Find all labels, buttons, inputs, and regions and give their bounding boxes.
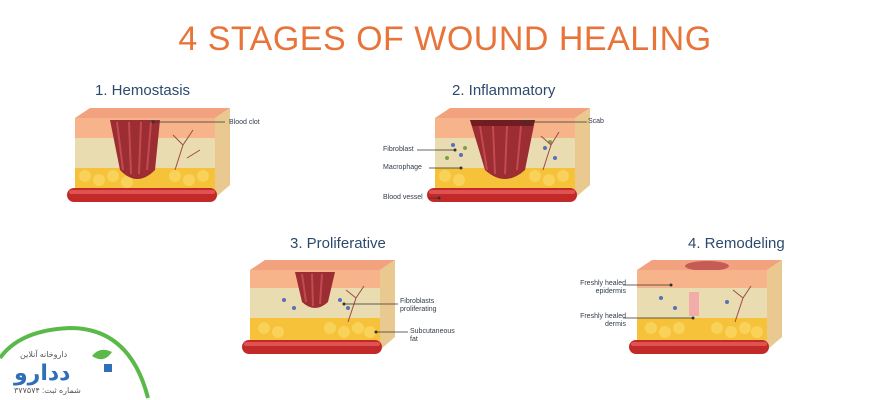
logo-brand-name: ددارو: [14, 360, 71, 385]
pharmacy-logo: داروخانه آنلاین ددارو شماره ثبت: ۳۷۷۵۷۴: [0, 320, 150, 400]
logo-registration: شماره ثبت: ۳۷۷۵۷۴: [14, 386, 81, 395]
label-subcutaneous-fat: Subcutaneous fat: [410, 328, 455, 343]
stage-title-hemostasis: 1. Hemostasis: [95, 82, 191, 99]
label-blood-vessel: Blood vessel: [383, 194, 423, 201]
page-title: 4 STAGES OF WOUND HEALING: [178, 20, 712, 58]
label-blood-clot: Blood clot: [229, 119, 260, 126]
label-scab: Scab: [588, 118, 604, 125]
skin-block-proliferative: [242, 260, 408, 354]
stage-title-proliferative: 3. Proliferative: [290, 235, 386, 252]
stage-title-remodeling: 4. Remodeling: [688, 235, 785, 252]
logo-arc-icon: [0, 325, 150, 399]
label-fibroblast: Fibroblast: [383, 146, 414, 153]
label-freshly-healed-dermis: Freshly healed dermis: [580, 313, 626, 328]
label-freshly-healed-epidermis: Freshly healed epidermis: [580, 280, 626, 295]
label-macrophage: Macrophage: [383, 164, 422, 171]
label-fibroblasts-proliferating: Fibroblasts proliferating: [400, 298, 437, 313]
logo-tagline: داروخانه آنلاین: [20, 350, 68, 359]
skin-block-remodeling: [623, 260, 782, 354]
stage-title-inflammatory: 2. Inflammatory: [452, 82, 556, 99]
skin-block-hemostasis: [67, 108, 230, 202]
skin-block-inflammatory: [417, 108, 590, 202]
